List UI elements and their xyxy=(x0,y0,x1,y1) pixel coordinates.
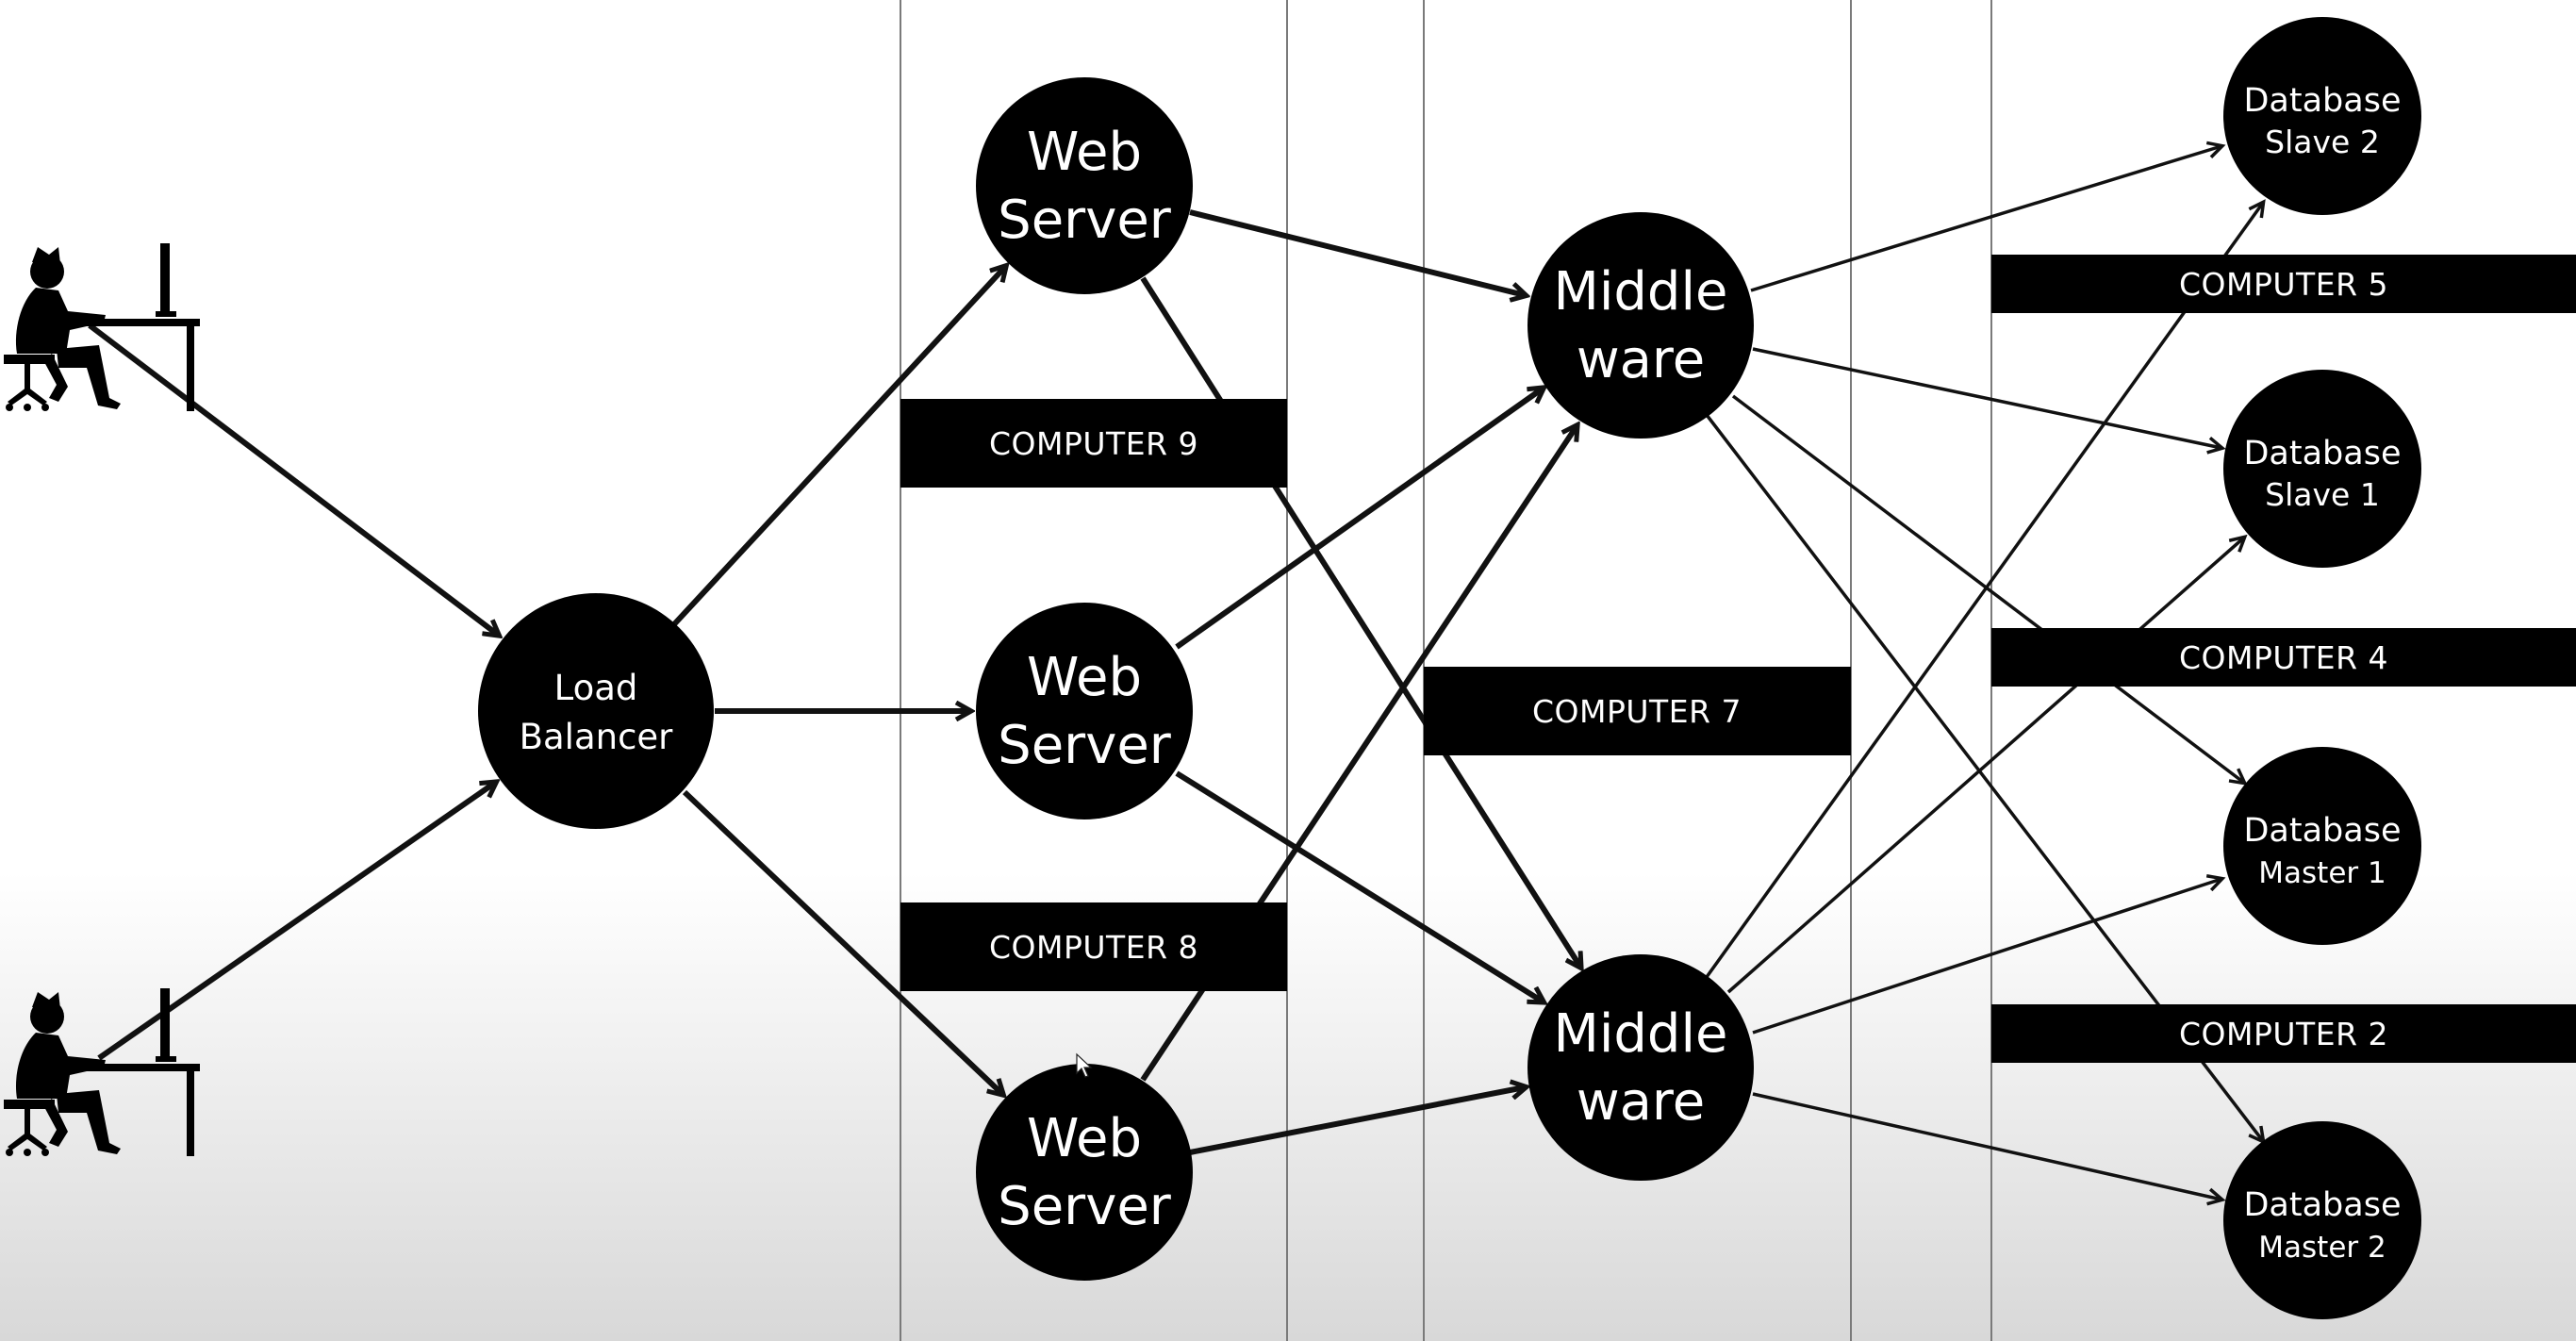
web-server-2-line-2: Server xyxy=(998,715,1172,776)
computer-labels: COMPUTER 9 COMPUTER 8 COMPUTER 7 COMPUTE… xyxy=(900,255,2576,1063)
computer-7-label: COMPUTER 7 xyxy=(1424,667,1851,755)
web-server-3-line-1: Web xyxy=(1027,1108,1142,1169)
computer-8-text: COMPUTER 8 xyxy=(989,929,1198,966)
web-server-2-line-1: Web xyxy=(1027,647,1142,708)
person-at-computer-icon xyxy=(4,988,200,1156)
computer-8-label: COMPUTER 8 xyxy=(900,902,1287,991)
db-master-2-node: Database Master 2 xyxy=(2223,1121,2421,1319)
edge-web-server-1-to-middleware-1 xyxy=(1189,209,1525,295)
user-bottom xyxy=(4,988,200,1156)
edge-middleware-1-to-db-master-1 xyxy=(1731,394,2248,786)
edge-web-server-3-to-middleware-2 xyxy=(1189,1087,1525,1155)
middleware-1-line-2: ware xyxy=(1577,329,1705,390)
middleware-1-node: Middle ware xyxy=(1527,212,1754,439)
middleware-2-node: Middle ware xyxy=(1527,954,1754,1181)
user-top xyxy=(4,243,200,411)
db-master-1-line-1: Database xyxy=(2243,812,2401,850)
computer-2-text: COMPUTER 2 xyxy=(2179,1016,2388,1052)
db-slave-2-line-2: Slave 2 xyxy=(2265,124,2380,160)
web-server-3-node: Web Server xyxy=(976,1064,1193,1281)
load-balancer-line-2: Balancer xyxy=(520,717,674,757)
db-slave-2-node: Database Slave 2 xyxy=(2223,17,2421,215)
db-master-1-node: Database Master 1 xyxy=(2223,747,2421,945)
computer-4-text: COMPUTER 4 xyxy=(2179,639,2388,676)
db-master-2-line-1: Database xyxy=(2243,1186,2401,1224)
mouse-cursor-icon xyxy=(1076,1052,1093,1078)
edge-user-bottom-to-load-balancer xyxy=(97,783,495,1061)
web-server-2-node: Web Server xyxy=(976,603,1193,820)
computer-5-text: COMPUTER 5 xyxy=(2179,266,2388,303)
db-slave-1-line-1: Database xyxy=(2243,435,2401,472)
middleware-1-line-1: Middle xyxy=(1554,261,1728,323)
db-master-1-line-2: Master 1 xyxy=(2258,856,2386,890)
db-master-2-line-2: Master 2 xyxy=(2258,1231,2386,1265)
edge-user-top-to-load-balancer xyxy=(88,323,498,635)
middleware-2-line-1: Middle xyxy=(1554,1003,1728,1065)
db-slave-2-line-1: Database xyxy=(2243,82,2401,120)
load-balancer-node: Load Balancer xyxy=(478,593,714,829)
edge-middleware-2-to-db-master-2 xyxy=(1752,1092,2226,1206)
web-server-1-node: Web Server xyxy=(976,77,1193,294)
computer-5-label: COMPUTER 5 xyxy=(1991,255,2576,313)
connections xyxy=(88,141,2266,1206)
edge-lb-to-web-server-1 xyxy=(671,267,1005,627)
edge-middleware-2-to-db-slave-2 xyxy=(1705,199,2266,979)
load-balancer-line-1: Load xyxy=(554,668,638,708)
edge-middleware-1-to-db-slave-1 xyxy=(1752,347,2226,455)
edge-web-server-2-to-middleware-1 xyxy=(1175,389,1543,650)
edge-middleware-2-to-db-slave-1 xyxy=(1726,534,2248,994)
web-server-1-line-1: Web xyxy=(1027,122,1142,183)
edge-middleware-1-to-db-slave-2 xyxy=(1750,141,2226,292)
web-server-1-line-2: Server xyxy=(998,190,1172,251)
edge-web-server-2-to-middleware-2 xyxy=(1175,770,1543,1002)
edge-lb-to-web-server-3 xyxy=(682,789,1002,1094)
nodes: Load Balancer Web Server Web Server Web … xyxy=(478,17,2421,1319)
db-slave-1-line-2: Slave 1 xyxy=(2265,476,2380,513)
computer-9-text: COMPUTER 9 xyxy=(989,425,1198,462)
person-at-computer-icon xyxy=(4,243,200,411)
computer-7-text: COMPUTER 7 xyxy=(1532,693,1742,730)
edge-middleware-2-to-db-master-1 xyxy=(1752,874,2226,1035)
db-slave-1-node: Database Slave 1 xyxy=(2223,370,2421,568)
computer-4-label: COMPUTER 4 xyxy=(1991,628,2576,687)
edge-web-server-1-to-middleware-2 xyxy=(1140,276,1580,967)
web-server-3-line-2: Server xyxy=(998,1176,1172,1237)
computer-2-label: COMPUTER 2 xyxy=(1991,1004,2576,1063)
middleware-2-line-2: ware xyxy=(1577,1071,1705,1133)
computer-9-label: COMPUTER 9 xyxy=(900,399,1287,488)
